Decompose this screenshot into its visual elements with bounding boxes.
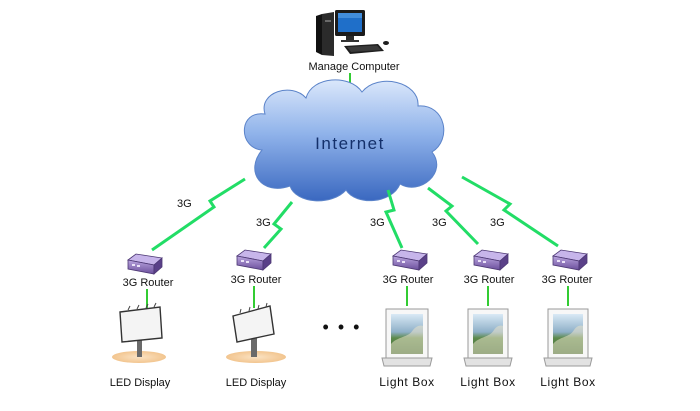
manage-computer-label: Manage Computer <box>308 61 399 73</box>
wireless-link-3 <box>383 189 404 249</box>
wireless-link-1 <box>151 177 246 252</box>
link-label-3g: 3G <box>490 217 505 229</box>
light-box-label: Light Box <box>460 375 515 389</box>
more-devices-ellipsis: • • • <box>323 317 362 337</box>
led-display-label: LED Display <box>226 377 287 389</box>
wireless-links <box>151 175 559 252</box>
router-label: 3G Router <box>464 274 515 286</box>
light-box-icon <box>381 308 433 367</box>
link-label-3g: 3G <box>256 217 271 229</box>
light-box-icon <box>543 308 593 367</box>
desktop-computer-icon <box>316 10 389 56</box>
light-box-label: Light Box <box>379 375 434 389</box>
router-device-wires <box>146 286 569 311</box>
link-label-3g: 3G <box>432 217 447 229</box>
router-icon <box>127 253 163 275</box>
router-icon <box>392 249 428 271</box>
cloud-icon <box>243 79 445 202</box>
link-label-3g: 3G <box>370 217 385 229</box>
router-icon <box>552 249 588 271</box>
wireless-link-5 <box>461 175 559 248</box>
led-display-label: LED Display <box>110 377 171 389</box>
led-display-icon <box>112 302 166 363</box>
router-label: 3G Router <box>542 274 593 286</box>
link-label-3g: 3G <box>177 198 192 210</box>
wireless-link-4 <box>427 186 480 246</box>
router-icon <box>236 249 272 271</box>
router-label: 3G Router <box>123 277 174 289</box>
light-box-label: Light Box <box>540 375 595 389</box>
router-label: 3G Router <box>231 274 282 286</box>
router-icon <box>473 249 509 271</box>
light-box-icon <box>463 308 513 367</box>
internet-label: Internet <box>315 134 385 153</box>
wireless-link-2 <box>262 201 294 250</box>
router-label: 3G Router <box>383 274 434 286</box>
led-display-icon <box>226 302 286 363</box>
